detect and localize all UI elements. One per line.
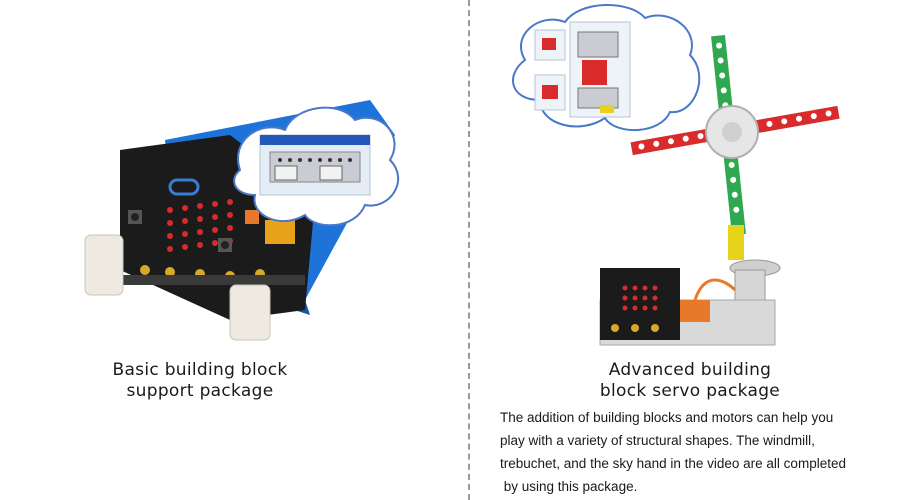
description-line: The addition of building blocks and moto… xyxy=(500,410,834,425)
basic-package-photo xyxy=(84,100,400,341)
basic-package-caption-line1: Basic building block xyxy=(112,360,288,380)
servo-package-caption-line1: Advanced building xyxy=(608,360,772,380)
description-line: play with a variety of structural shapes… xyxy=(500,433,815,448)
description-line: by using this package. xyxy=(500,479,638,494)
basic-package-caption-line2: support package xyxy=(126,381,274,401)
servo-package-caption-line2: block servo package xyxy=(599,381,781,401)
servo-package-description: The addition of building blocks and moto… xyxy=(500,406,880,498)
basic-package-caption: Basic building block support package xyxy=(60,360,340,402)
servo-package-caption: Advanced building block servo package xyxy=(545,360,835,402)
servo-package-photo xyxy=(512,3,840,346)
section-divider xyxy=(468,0,470,500)
description-line: trebuchet, and the sky hand in the video… xyxy=(500,456,846,471)
